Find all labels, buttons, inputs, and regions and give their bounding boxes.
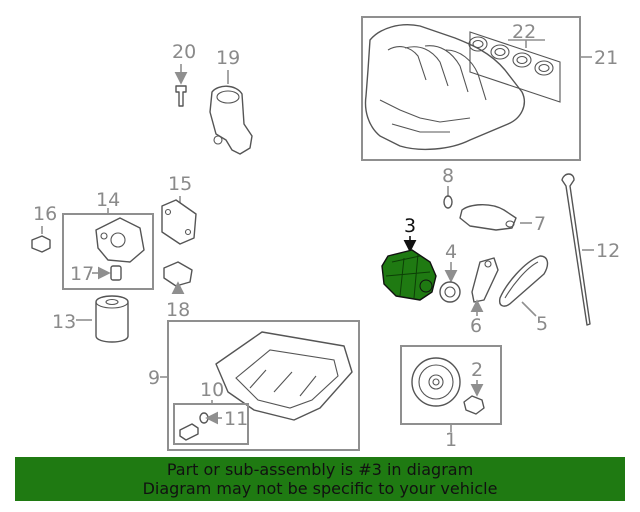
sensor-group[interactable]: 15 18 [161,173,197,321]
intake-manifold-group[interactable]: 22 21 [361,16,618,161]
oil-pump-3[interactable] [381,249,437,301]
callout-5: 5 [536,313,548,335]
oil-pan-group[interactable]: 9 10 11 [148,320,360,451]
bolt-20[interactable] [175,85,187,107]
intake-manifold-box [361,16,581,161]
dipstick-12[interactable] [561,173,591,326]
dipstick-group[interactable]: 12 [561,173,620,326]
fitting-17[interactable] [110,265,122,281]
notice-banner: Part or sub-assembly is #3 in diagram Di… [15,457,625,501]
callout-21: 21 [594,47,618,69]
callout-6: 6 [470,315,482,337]
cover-group[interactable]: 8 7 [442,165,546,235]
oil-pan-box [167,320,360,451]
bolt-16[interactable] [31,235,51,253]
callout-1: 1 [445,429,457,451]
oring-8[interactable] [443,195,453,209]
tensioner-6[interactable] [471,257,499,303]
callout-16: 16 [33,203,57,225]
gasket-11[interactable] [199,412,209,424]
damper-group[interactable]: 2 1 [400,345,502,451]
filter-adapter-group[interactable]: 14 16 17 [31,189,154,290]
callout-3: 3 [404,215,416,237]
oil-pump-group[interactable]: 3 [381,215,437,301]
gasket-15[interactable] [161,199,197,245]
callout-11: 11 [224,408,248,430]
callout-12: 12 [596,240,620,262]
callout-2: 2 [471,359,483,381]
callout-20: 20 [172,41,196,63]
solenoid-19[interactable] [209,85,253,155]
notice-line-2: Diagram may not be specific to your vehi… [142,479,498,498]
callout-22: 22 [512,21,536,43]
callout-14: 14 [96,189,120,211]
chain-5[interactable] [498,255,549,307]
drive-group[interactable]: 4 6 5 [439,241,549,337]
callout-10: 10 [200,379,224,401]
drain-plug-10[interactable] [179,423,199,441]
solenoid-group[interactable]: 20 19 [172,41,253,155]
baffle-7[interactable] [459,204,517,231]
callout-15: 15 [168,173,192,195]
bolt-2[interactable] [463,395,485,415]
callout-19: 19 [216,47,240,69]
callout-13: 13 [52,311,76,333]
notice-line-1: Part or sub-assembly is #3 in diagram [166,460,474,479]
filter-adapter-14[interactable] [95,217,145,263]
drain-plug-box [173,403,249,445]
callout-18: 18 [166,299,190,321]
callout-7: 7 [534,213,546,235]
sensor-18[interactable] [163,261,193,287]
callout-8: 8 [442,165,454,187]
oil-filter-group[interactable]: 13 [52,295,129,343]
oil-filter-13[interactable] [95,295,129,343]
callout-17: 17 [70,263,94,285]
callout-9: 9 [148,367,160,389]
callout-4: 4 [445,241,457,263]
oil-pan-9[interactable] [215,331,353,421]
sprocket-4[interactable] [439,281,461,303]
intake-manifold[interactable] [364,24,526,151]
